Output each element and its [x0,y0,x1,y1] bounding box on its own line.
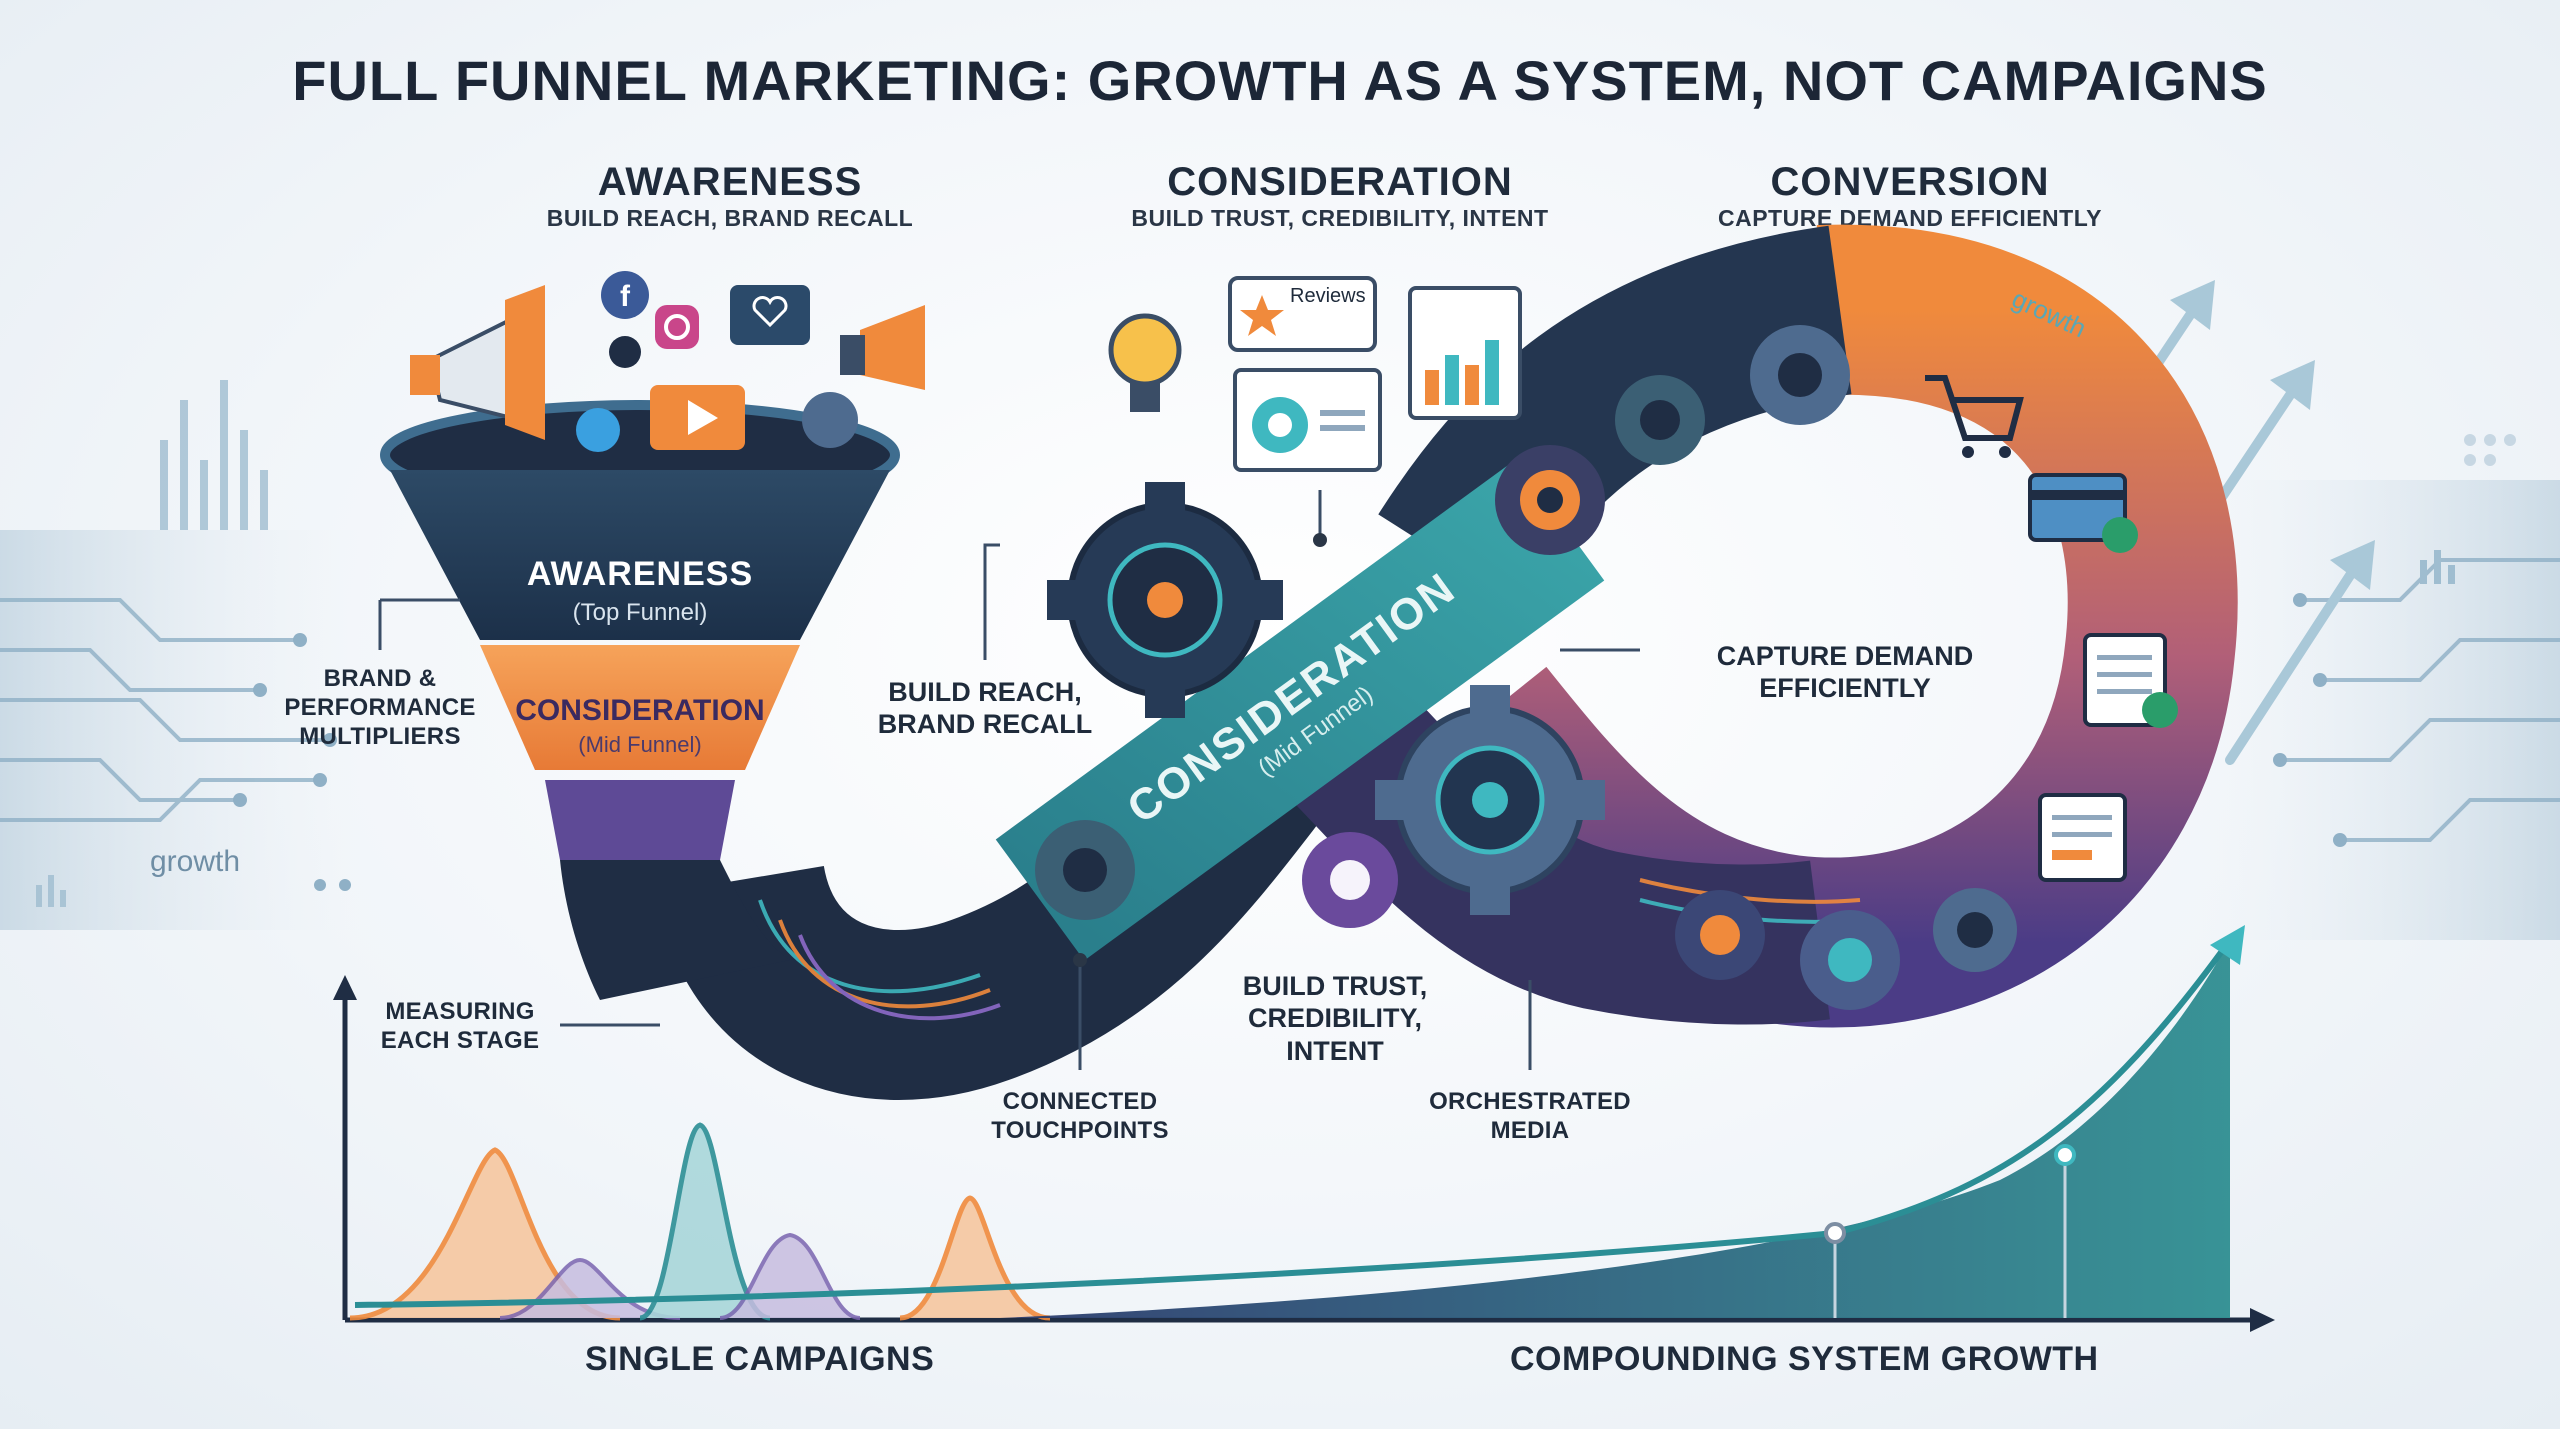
funnel-top-sublabel: (Top Funnel) [573,599,708,626]
megaphone-icon [840,305,925,390]
gear-icon [1495,445,1605,555]
funnel-mid-label: CONSIDERATION [515,694,764,727]
svg-text:f: f [620,280,631,313]
callout-measuring: MEASURING EACH STAGE [380,998,540,1054]
compounding-growth-line [354,938,2233,1308]
growth-left-label: growth [150,845,241,878]
stage-awareness-subtitle: BUILD REACH, BRAND RECALL [546,205,914,231]
callout-connectors [378,490,1640,1070]
check-icon [2102,517,2138,553]
cart-icon [1925,375,2024,458]
marketing-funnel [380,400,900,1000]
stage-conversion-subtitle: CAPTURE DEMAND EFFICIENTLY [1718,205,2102,231]
instagram-icon [655,305,699,349]
stage-awareness: AWARENESS BUILD REACH, BRAND RECALL [480,160,980,232]
bar-chart-icon [1408,286,1522,420]
gear-icon [1375,685,1605,915]
tiktok-icon [609,336,641,368]
consideration-band [995,459,1605,961]
gear-icon [1933,888,2017,972]
check-icon [2142,692,2178,728]
funnel-mid-sublabel: (Mid Funnel) [578,732,701,757]
gear-icon [1800,910,1900,1010]
megaphone-icon [410,285,545,440]
twitter-icon [576,408,620,452]
dashboard-icon [1233,368,1382,472]
stage-consideration-heading: CONSIDERATION [1167,160,1513,204]
right-circuit-decoration [2200,434,2560,940]
globe-icon [802,392,858,448]
funnel-top-label: AWARENESS [527,555,753,593]
stage-awareness-heading: AWARENESS [597,160,863,204]
campaign-spike [899,1195,1051,1321]
page-title: FULL FUNNEL MARKETING: GROWTH AS A SYSTE… [292,49,2268,112]
callout-touchpoints: CONNECTED TOUCHPOINTS [991,1088,1169,1144]
reviews-label: Reviews [1290,285,1366,307]
gear-icon [1047,482,1283,718]
stage-consideration-subtitle: BUILD TRUST, CREDIBILITY, INTENT [1131,205,1549,231]
heart-chat-icon [730,285,810,345]
callout-trust: BUILD TRUST, CREDIBILITY, INTENT [1242,971,1428,1066]
review-star-icon: Reviews [1228,276,1377,352]
gear-icon [1302,832,1398,928]
bottom-right-label: COMPOUNDING SYSTEM GROWTH [1510,1340,2099,1378]
compounding-growth-area [1000,940,2230,1318]
lightbulb-icon [1108,313,1182,412]
checkout-form-icon [2038,793,2127,882]
campaign-spike [639,1122,771,1321]
credit-card-icon [2028,473,2127,542]
left-circuit-decoration [0,380,360,930]
callout-media: ORCHESTRATED MEDIA [1429,1088,1631,1144]
callout-reach: BUILD REACH, BRAND RECALL [877,677,1093,740]
callout-multipliers: BRAND & PERFORMANCE MULTIPLIERS [284,665,476,750]
stage-conversion-heading: CONVERSION [1770,160,2050,204]
gear-icon [1750,325,1850,425]
growth-chart [333,925,2275,1332]
bottom-left-label: SINGLE CAMPAIGNS [585,1340,935,1378]
gear-icon [1035,820,1135,920]
stage-conversion: CONVERSION CAPTURE DEMAND EFFICIENTLY [1660,160,2160,232]
callout-capture: CAPTURE DEMAND EFFICIENTLY [1716,641,1974,704]
facebook-icon [601,271,649,319]
stage-consideration: CONSIDERATION BUILD TRUST, CREDIBILITY, … [1060,160,1620,232]
gear-icon [1675,890,1765,980]
gear-icon [1615,375,1705,465]
